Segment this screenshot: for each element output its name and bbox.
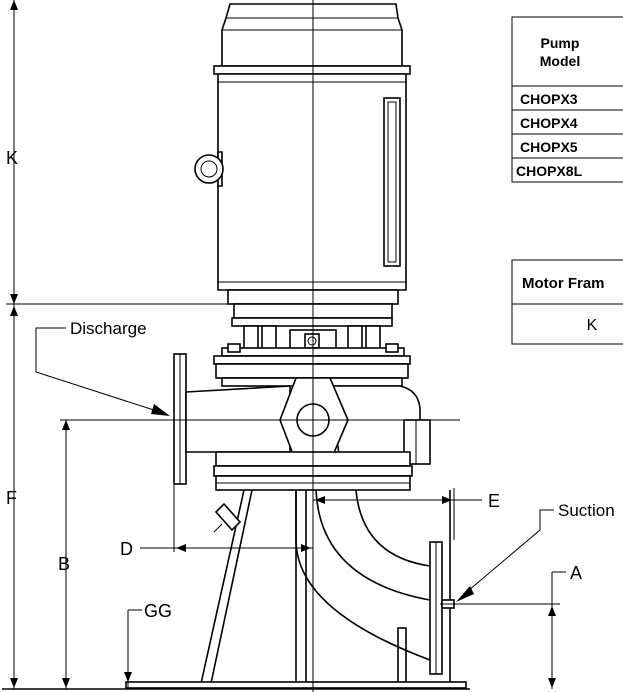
dimension-f-label: F xyxy=(6,488,17,508)
pump-model-table: Pump Model CHOPX3 CHOPX4 CHOPX5 CHOPX8L xyxy=(511,16,623,183)
pump-stand xyxy=(199,489,407,689)
dimension-d-label: D xyxy=(120,539,133,559)
dimension-d: D xyxy=(120,484,313,559)
pump-table-row: CHOPX5 xyxy=(520,139,578,155)
suction-callout: Suction xyxy=(456,501,615,602)
dimension-k-label: K xyxy=(6,148,18,168)
dimension-b-label: B xyxy=(58,554,70,574)
dimension-a: A xyxy=(548,563,582,689)
dimension-b: B xyxy=(58,420,70,689)
dimension-e: E xyxy=(313,488,500,540)
motor-table-value: K xyxy=(587,317,598,334)
coupling-adapter xyxy=(213,317,411,387)
pump-table-row: CHOPX3 xyxy=(520,91,578,107)
dimension-gg: GG xyxy=(124,601,172,689)
pump-table-header-line2: Model xyxy=(540,53,580,69)
discharge-callout: Discharge xyxy=(35,319,170,416)
motor-table-header: Motor Fram xyxy=(522,275,605,292)
base-plate xyxy=(2,681,470,690)
pump-table-row: CHOPX8L xyxy=(516,163,583,179)
motor xyxy=(194,3,411,319)
dimension-e-label: E xyxy=(488,491,500,511)
pump-table-header-line1: Pump xyxy=(541,35,580,51)
motor-frame-table: Motor Fram K xyxy=(511,259,623,345)
dimension-k: K xyxy=(6,0,232,305)
suction-label: Suction xyxy=(558,501,615,520)
pump-table-row: CHOPX4 xyxy=(520,115,578,131)
discharge-label: Discharge xyxy=(70,319,147,338)
centerlines xyxy=(60,0,560,692)
dimension-gg-label: GG xyxy=(144,601,172,621)
lifting-eye-icon xyxy=(194,151,224,187)
dimension-f: F xyxy=(6,304,18,689)
suction-elbow xyxy=(295,489,455,688)
dimension-a-label: A xyxy=(570,563,582,583)
